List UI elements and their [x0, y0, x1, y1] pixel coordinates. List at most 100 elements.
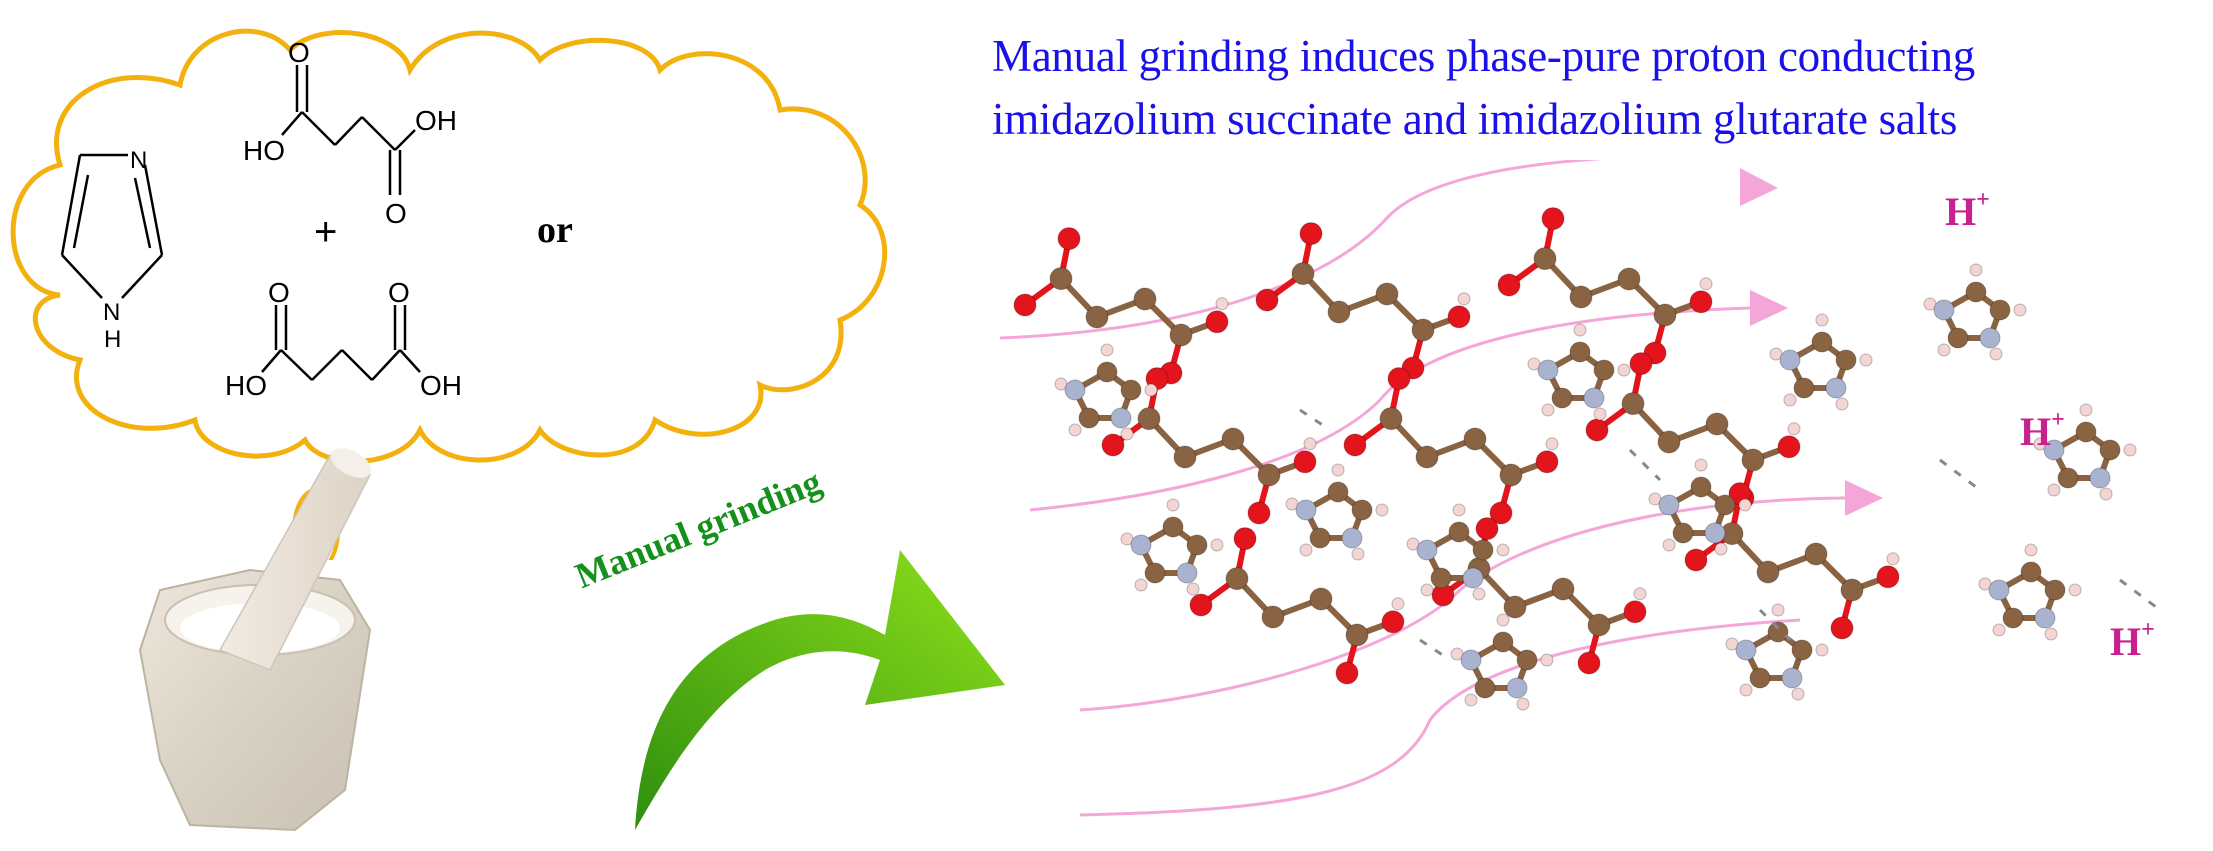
hydrogen-atom [1375, 503, 1389, 517]
oxygen-atom [1541, 207, 1565, 231]
nitrogen-atom [1658, 494, 1680, 516]
hydrogen-atom [1787, 422, 1801, 436]
glutaric-o-right-label: O [388, 277, 410, 308]
carbon-atom [1569, 285, 1593, 309]
carbon-atom [1137, 407, 1161, 431]
hydrogen-atom [1186, 582, 1200, 596]
hydrogen-atom [1457, 292, 1471, 306]
carbon-atom [1503, 595, 1527, 619]
hydrogen-atom [1714, 542, 1728, 556]
carbon-atom [1345, 623, 1369, 647]
hydrogen-atom [1496, 543, 1510, 557]
proton-arrowhead [1845, 480, 1883, 516]
carbon-atom [1169, 323, 1193, 347]
proton-charge: + [2141, 616, 2155, 643]
imidazole-n1-label: N [103, 299, 120, 326]
carbon-atom [1653, 303, 1677, 327]
nitrogen-atom [2043, 439, 2065, 461]
nitrogen-atom [1506, 677, 1528, 699]
hydrogen-atom [1791, 687, 1805, 701]
carbon-atom [1516, 649, 1538, 671]
carbon-atom [1989, 299, 2011, 321]
hydrogen-atom [1391, 597, 1405, 611]
imidazole-structure [60, 153, 164, 299]
carbon-atom [1587, 613, 1611, 637]
hydrogen-atom [1420, 583, 1434, 597]
carbon-atom [1415, 445, 1439, 469]
carbon-atom [1261, 605, 1285, 629]
carbon-atom [1327, 481, 1349, 503]
carbon-atom [1351, 499, 1373, 521]
carbon-atom [1791, 639, 1813, 661]
proton-label-1: H+ [1945, 187, 1990, 235]
nitrogen-atom [1825, 377, 1847, 399]
carbon-atom [1705, 412, 1729, 436]
plus-sign: + [314, 210, 338, 254]
hydrogen-atom [1210, 538, 1224, 552]
glutaric-acid-structure [261, 305, 421, 381]
proton-path [1000, 160, 1604, 340]
carbon-atom [1756, 560, 1780, 584]
carbon-atom [1291, 262, 1315, 286]
hydrogen-atom [2047, 483, 2061, 497]
imidazole-n3-label: N [130, 147, 147, 174]
carbon-atom [1257, 463, 1281, 487]
hydrogen-atom [2123, 443, 2137, 457]
nitrogen-atom [1781, 667, 1803, 689]
oxygen-atom [1299, 222, 1323, 246]
carbon-atom [1309, 527, 1331, 549]
oxygen-atom [1535, 450, 1559, 474]
nitrogen-atom [2034, 607, 2056, 629]
hydrogen-atom [1540, 653, 1554, 667]
carbon-atom [1463, 427, 1487, 451]
carbon-atom [1811, 331, 1833, 353]
hydrogen-atom [1166, 498, 1180, 512]
hydrogen-atom [1739, 683, 1753, 697]
hydrogen-atom [1541, 403, 1555, 417]
oxygen-atom [1255, 288, 1279, 312]
carbon-atom [1173, 445, 1197, 469]
hydrogen-atom [1617, 363, 1631, 377]
nitrogen-atom [1779, 349, 1801, 371]
hydrogen-atom [1120, 427, 1134, 441]
carbon-atom [1186, 534, 1208, 556]
carbon-atom [1617, 267, 1641, 291]
succinic-oh-label: OH [415, 105, 457, 136]
hydrogen-atom [1351, 547, 1365, 561]
succinic-o-top-label: O [288, 37, 310, 68]
hydrogen-atom [1835, 397, 1849, 411]
nitrogen-atom [1735, 639, 1757, 661]
hydrogen-atom [1771, 603, 1785, 617]
hydrogen-atom [1331, 463, 1345, 477]
proton-arrowhead [1740, 168, 1778, 206]
carbon-atom [1085, 305, 1109, 329]
oxygen-atom [1101, 433, 1125, 457]
carbon-atom [1499, 463, 1523, 487]
hydrogen-atom [1633, 587, 1647, 601]
hydrogen-atom [1303, 437, 1317, 451]
hydrogen-atom [1496, 613, 1510, 627]
hydrogen-atom [2099, 487, 2113, 501]
proton-label-3: H+ [2110, 616, 2155, 665]
carbon-atom [1096, 361, 1118, 383]
oxygen-atom [1381, 610, 1405, 634]
nitrogen-atom [2089, 467, 2111, 489]
hydrogen-atom [1783, 393, 1797, 407]
carbon-atom [1133, 287, 1157, 311]
carbon-atom [1533, 247, 1557, 271]
glutaric-ho-label: HO [225, 370, 267, 401]
hydrogen-bond [1939, 458, 1981, 492]
carbon-atom [1120, 379, 1142, 401]
carbon-atom [1472, 539, 1494, 561]
pestle-icon [218, 454, 372, 671]
oxygen-atom [1684, 548, 1708, 572]
arrow-icon [635, 550, 1005, 830]
succinic-acid-structure [281, 65, 416, 195]
hydrogen-bond [1299, 408, 1331, 432]
proton-symbol: H [2110, 619, 2142, 664]
carbon-atom [1714, 494, 1736, 516]
carbon-atom [1049, 267, 1073, 291]
oxygen-atom [1623, 600, 1647, 624]
carbon-atom [2044, 579, 2066, 601]
carbon-atom [2075, 421, 2097, 443]
